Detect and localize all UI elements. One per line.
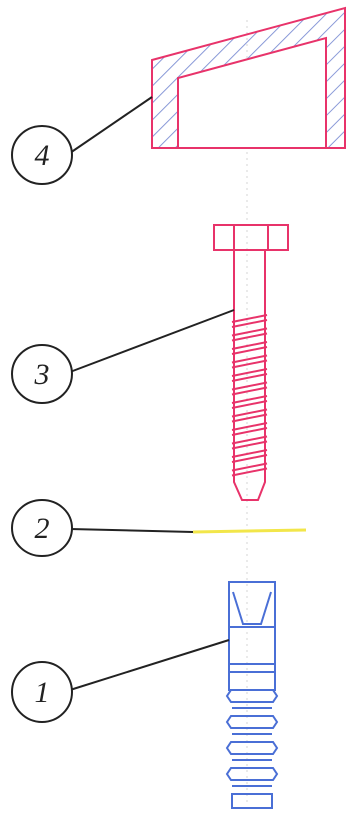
screw-thread xyxy=(231,314,268,328)
anchor-rib xyxy=(225,715,279,729)
part-base-block xyxy=(151,6,346,149)
callout-circle-3 xyxy=(11,344,73,404)
anchor-rib xyxy=(225,689,279,703)
callout-circle-2 xyxy=(11,499,73,557)
callout-circle-4 xyxy=(11,125,73,185)
screw-thread xyxy=(231,449,268,463)
part-washer-line xyxy=(192,528,307,534)
screw-thread xyxy=(231,408,268,423)
anchor-rib xyxy=(225,767,279,781)
part-anchor-plug xyxy=(225,581,279,809)
leader-line-1 xyxy=(69,639,230,691)
callout-label-3: 3 xyxy=(34,358,50,391)
anchor-tip xyxy=(231,793,273,809)
screw-thread xyxy=(231,435,268,450)
callout-label-2: 2 xyxy=(35,512,50,545)
anchor-rib xyxy=(225,741,279,755)
leader-line-2 xyxy=(69,528,194,533)
leader-line-3 xyxy=(69,309,235,373)
screw-thread xyxy=(231,395,268,409)
screw-thread xyxy=(231,327,268,342)
screw-thread xyxy=(231,462,268,477)
screw-thread xyxy=(231,368,268,382)
screw-thread xyxy=(231,341,268,355)
callout-label-4: 4 xyxy=(35,139,50,172)
callout-circle-1 xyxy=(11,661,73,723)
screw-thread xyxy=(231,381,268,396)
screw-thread xyxy=(231,354,268,369)
callout-label-1: 1 xyxy=(35,676,50,709)
part-lag-screw xyxy=(213,224,289,501)
screw-thread xyxy=(231,422,268,436)
leader-line-4 xyxy=(69,96,153,154)
